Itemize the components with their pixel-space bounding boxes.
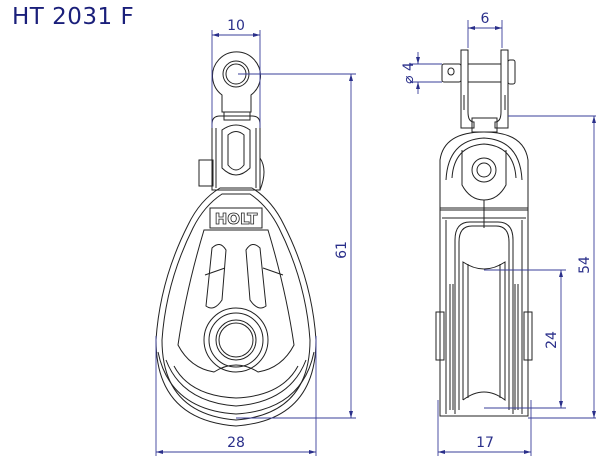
dim-label-pin-diameter: ⌀ 4 <box>401 62 417 84</box>
dim-pin-diameter: ⌀ 4 <box>401 52 442 94</box>
block-head <box>198 115 265 191</box>
dim-sheave-diameter: 24 <box>484 269 566 409</box>
side-view-block: 6 ⌀ 4 54 24 <box>401 11 596 456</box>
dim-label-eye-width: 10 <box>227 18 245 34</box>
side-shackle <box>441 49 516 133</box>
product-title: HT 2031 F <box>12 4 135 30</box>
dim-side-width: 17 <box>437 400 532 456</box>
dim-label-side-width: 17 <box>476 435 494 451</box>
side-head <box>439 131 529 228</box>
dim-label-overall-height: 61 <box>334 241 350 259</box>
dim-label-height: 54 <box>577 256 593 274</box>
logo-text: HOLT <box>215 210 258 228</box>
side-body <box>435 209 533 417</box>
dim-label-body-width: 28 <box>227 435 245 451</box>
block-body: HOLT <box>155 187 317 427</box>
dim-shackle-width: 6 <box>467 11 503 48</box>
dim-body-width: 28 <box>155 336 317 456</box>
holt-logo: HOLT <box>209 207 263 229</box>
dim-label-shackle-width: 6 <box>481 11 490 27</box>
dim-eye-width: 10 <box>211 18 261 128</box>
dim-height: 54 <box>508 115 596 419</box>
front-view-block: HOLT 10 61 28 <box>155 18 356 456</box>
swivel-eye <box>212 51 261 121</box>
dim-overall-height: 61 <box>236 73 356 419</box>
dim-label-sheave-diameter: 24 <box>544 331 560 349</box>
